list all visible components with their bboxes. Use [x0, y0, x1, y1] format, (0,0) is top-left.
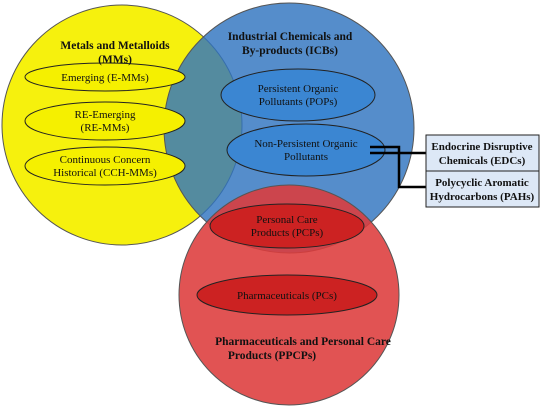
mms-item-3-line1: Continuous Concern	[60, 154, 151, 166]
pahs-box	[425, 170, 540, 208]
pahs-label-line2: Hydrocarbons (PAHs)	[430, 191, 535, 203]
mms-item-3-line2: Historical (CCH-MMs)	[53, 167, 157, 179]
ppcps-item-1-line1: Personal Care	[256, 214, 318, 226]
icbs-item-ellipse-1	[220, 68, 376, 122]
mms-item-ellipse-1	[24, 62, 186, 92]
icbs-title-line1: Industrial Chemicals and	[228, 31, 353, 43]
pahs-label-line1: Polycyclic Aromatic	[435, 177, 529, 189]
edcs-label-line1: Endocrine Disruptive	[431, 141, 532, 153]
mms-item-2-line1: RE-Emerging	[75, 109, 136, 121]
icbs-item-1-line2: Pollutants (POPs)	[259, 96, 338, 108]
edcs-box	[425, 134, 540, 172]
ppcps-title-line2: Products (PPCPs)	[228, 350, 316, 362]
icbs-title-line2: By-products (ICBs)	[242, 45, 338, 57]
mms-item-ellipse-3	[24, 146, 186, 186]
ppcps-item-ellipse-2	[196, 274, 378, 316]
connector-pahs	[370, 145, 426, 189]
ppcps-item-1-line2: Products (PCPs)	[251, 227, 324, 239]
mms-item-1-line1: Emerging (E-MMs)	[61, 72, 149, 84]
icbs-item-2-line1: Non-Persistent Organic	[254, 138, 357, 150]
icbs-item-ellipse-2	[226, 123, 386, 177]
mms-title-line1: Metals and Metalloids	[60, 40, 170, 52]
edcs-label-line2: Chemicals (EDCs)	[439, 155, 526, 167]
mms-title-line2: (MMs)	[98, 54, 132, 66]
ppcps-title-line1: Pharmaceuticals and Personal Care	[215, 336, 391, 348]
ppcps-item-ellipse-1	[209, 203, 365, 249]
ppcps-item-2-line1: Pharmaceuticals (PCs)	[237, 290, 337, 302]
mms-item-ellipse-2	[24, 101, 186, 141]
mms-item-2-line2: (RE-MMs)	[81, 122, 130, 134]
icbs-item-1-line1: Persistent Organic	[258, 83, 339, 95]
icbs-item-2-line2: Pollutants	[284, 151, 328, 163]
